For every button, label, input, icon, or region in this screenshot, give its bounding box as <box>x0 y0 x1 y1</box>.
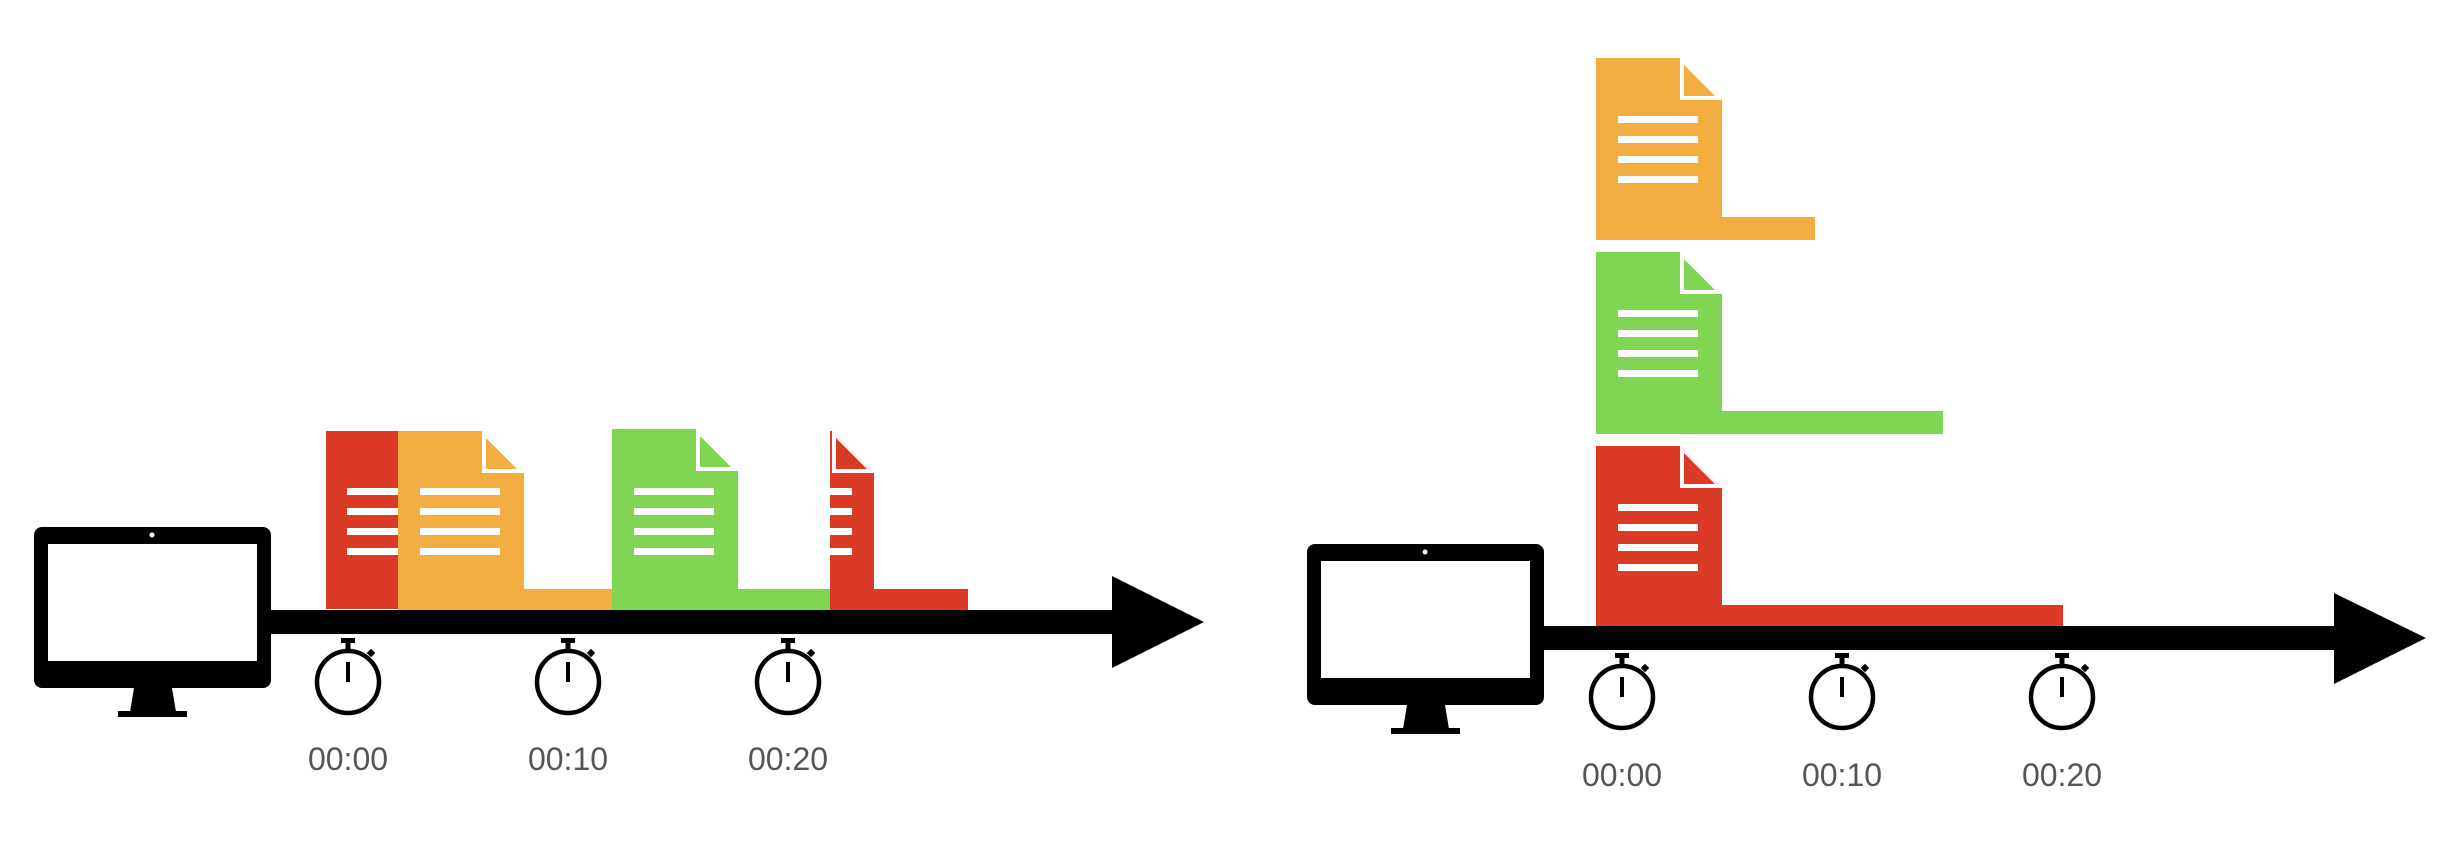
stopwatch-icon <box>1588 653 1656 731</box>
document-green-1 <box>612 429 830 611</box>
document-red-3-body <box>1596 446 2063 628</box>
stopwatch-icon <box>314 638 382 716</box>
stopwatch-icon <box>2028 653 2096 731</box>
arrow-head-icon <box>1112 576 1204 668</box>
document-red-1-lines <box>347 488 402 555</box>
arrow-head-icon <box>2334 593 2426 684</box>
stopwatch-icon <box>1808 653 1876 731</box>
time-label: 00:20 <box>2022 757 2102 793</box>
document-green-1-body <box>612 429 830 611</box>
document-orange-1-body <box>398 431 614 611</box>
document-green-2-body <box>1596 252 1943 434</box>
timeline-arrow-right <box>1540 593 2426 684</box>
time-label: 00:10 <box>528 741 608 777</box>
document-red-2-body <box>830 431 968 611</box>
document-red-1-body <box>326 431 402 609</box>
timeline-arrow-left <box>268 576 1204 668</box>
stopwatch-icon <box>534 638 602 716</box>
document-red-2-lines <box>830 488 852 555</box>
document-red-1 <box>326 431 402 609</box>
time-label: 00:00 <box>308 741 388 777</box>
timeline-axis <box>1540 626 2340 650</box>
document-red-2 <box>830 431 968 611</box>
document-orange-2-body <box>1596 58 1815 240</box>
document-green-2-lines <box>1618 310 1698 377</box>
monitor-icon <box>34 527 271 717</box>
document-red-3-lines <box>1618 504 1698 571</box>
parallel-diagram: 00:00 00:10 00:20 <box>1307 58 2426 793</box>
document-orange-2 <box>1596 58 1815 240</box>
time-label: 00:00 <box>1582 757 1662 793</box>
monitor-icon <box>1307 544 1544 734</box>
document-orange-1-lines <box>420 488 500 555</box>
time-label: 00:20 <box>748 741 828 777</box>
document-orange-2-lines <box>1618 116 1698 183</box>
document-orange-1 <box>398 431 614 611</box>
document-green-2 <box>1596 252 1943 434</box>
stopwatch-icon <box>754 638 822 716</box>
time-label: 00:10 <box>1802 757 1882 793</box>
document-green-1-lines <box>634 488 714 555</box>
timeline-axis <box>268 610 1118 634</box>
document-red-3 <box>1596 446 2063 628</box>
sequential-diagram: 00:00 00:10 00:20 <box>34 429 1204 777</box>
